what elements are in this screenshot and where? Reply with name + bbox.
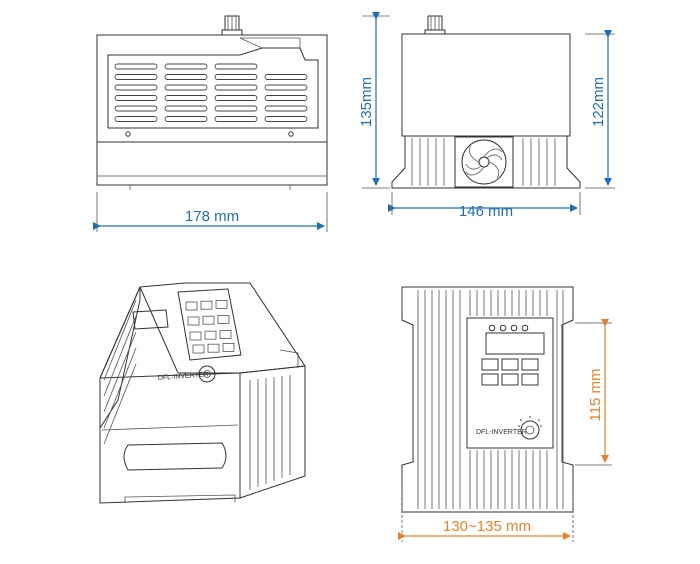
vent-slot bbox=[114, 63, 158, 70]
vent-slot bbox=[214, 105, 258, 112]
vent-slot bbox=[264, 116, 308, 122]
knob-icon bbox=[221, 15, 243, 36]
panel-key-6 bbox=[521, 373, 539, 386]
panel-key-4 bbox=[481, 373, 499, 386]
vent-slot bbox=[164, 105, 208, 112]
height-front-label: 135mm bbox=[358, 77, 375, 127]
panel-heatsink-fins bbox=[417, 290, 564, 509]
panel-key-5 bbox=[501, 373, 519, 386]
vent-slot bbox=[114, 105, 158, 112]
vent-slot bbox=[164, 95, 208, 101]
iso-keypad-panel bbox=[177, 288, 242, 361]
vent-slot bbox=[164, 63, 208, 70]
vent-slot bbox=[164, 74, 208, 80]
iso-key bbox=[185, 301, 198, 311]
side-body-outline bbox=[401, 33, 571, 137]
front-view bbox=[96, 15, 328, 190]
panel-brand-label: DFL-INVERTER bbox=[476, 429, 527, 436]
iso-brand-label: DFL-INVERTER bbox=[158, 371, 209, 382]
fan-icon bbox=[454, 136, 514, 188]
iso-fin-line bbox=[103, 331, 137, 413]
vent-slot bbox=[114, 116, 158, 122]
iso-key bbox=[202, 315, 215, 325]
side-view bbox=[391, 15, 581, 189]
width-side-label: 146 mm bbox=[459, 203, 513, 220]
vent-slot bbox=[264, 84, 308, 91]
dimension-width-front: 178 mm bbox=[93, 192, 328, 232]
height-side-label: 122mm bbox=[590, 77, 607, 127]
panel-view: DFL-INVERTER bbox=[401, 286, 574, 513]
iso-fin-line bbox=[103, 347, 137, 429]
side-heatsink bbox=[391, 136, 581, 189]
iso-front-window bbox=[123, 442, 227, 471]
front-vent-slots bbox=[114, 63, 308, 122]
iso-fin-line bbox=[103, 363, 137, 445]
dimension-height-side: 122mm bbox=[585, 30, 615, 189]
width-front-label: 178 mm bbox=[185, 208, 239, 225]
iso-key bbox=[215, 299, 228, 309]
side-heatsink-fins bbox=[411, 138, 556, 186]
iso-knob-icon bbox=[198, 365, 216, 383]
dimension-width-side: 146 mm bbox=[388, 192, 581, 220]
height-bottom-label: 115 mm bbox=[587, 368, 604, 421]
iso-key bbox=[204, 330, 217, 340]
dimension-height-bottom: 115 mm bbox=[575, 319, 612, 466]
vent-slot bbox=[164, 116, 208, 122]
vent-slot bbox=[264, 95, 308, 101]
vent-slot bbox=[214, 84, 258, 91]
iso-fin-line bbox=[103, 315, 137, 397]
iso-right-vent-slots bbox=[249, 375, 291, 490]
iso-fin-line bbox=[103, 299, 137, 381]
panel-key-2 bbox=[501, 358, 519, 371]
vent-slot bbox=[264, 105, 308, 112]
vent-slot bbox=[214, 95, 258, 101]
panel-keypad-module bbox=[466, 317, 554, 449]
iso-key bbox=[189, 331, 202, 341]
isometric-view: DFL-INVERTER bbox=[99, 282, 306, 504]
vent-slot bbox=[214, 74, 258, 80]
panel-key-1 bbox=[481, 358, 499, 371]
width-bottom-label: 130~135 mm bbox=[443, 518, 531, 535]
iso-lcd-window bbox=[132, 309, 169, 330]
iso-keypad-keys bbox=[185, 299, 235, 354]
iso-key bbox=[200, 300, 213, 310]
iso-left-fins bbox=[103, 299, 137, 445]
vent-slot bbox=[214, 63, 258, 70]
panel-knob-icon bbox=[518, 416, 542, 440]
dimension-width-bottom: 130~135 mm bbox=[398, 490, 574, 542]
iso-key bbox=[187, 316, 200, 326]
panel-leds bbox=[488, 324, 529, 332]
iso-key bbox=[217, 314, 230, 324]
panel-key-3 bbox=[521, 358, 539, 371]
iso-key bbox=[207, 343, 220, 353]
vent-slot bbox=[214, 116, 258, 122]
vent-slot bbox=[114, 95, 158, 101]
iso-key bbox=[192, 344, 205, 354]
panel-display-window bbox=[485, 332, 545, 355]
vent-slot bbox=[164, 84, 208, 91]
iso-key bbox=[219, 329, 232, 339]
front-vent-panel bbox=[107, 47, 319, 129]
vent-slot bbox=[264, 74, 308, 80]
side-knob-icon bbox=[424, 15, 446, 35]
vent-slot bbox=[114, 74, 158, 80]
front-body-outline bbox=[96, 34, 328, 186]
vent-slot bbox=[114, 84, 158, 91]
iso-key bbox=[222, 342, 235, 352]
iso-top-face bbox=[139, 282, 306, 374]
dimension-height-front: 135mm bbox=[358, 12, 390, 189]
